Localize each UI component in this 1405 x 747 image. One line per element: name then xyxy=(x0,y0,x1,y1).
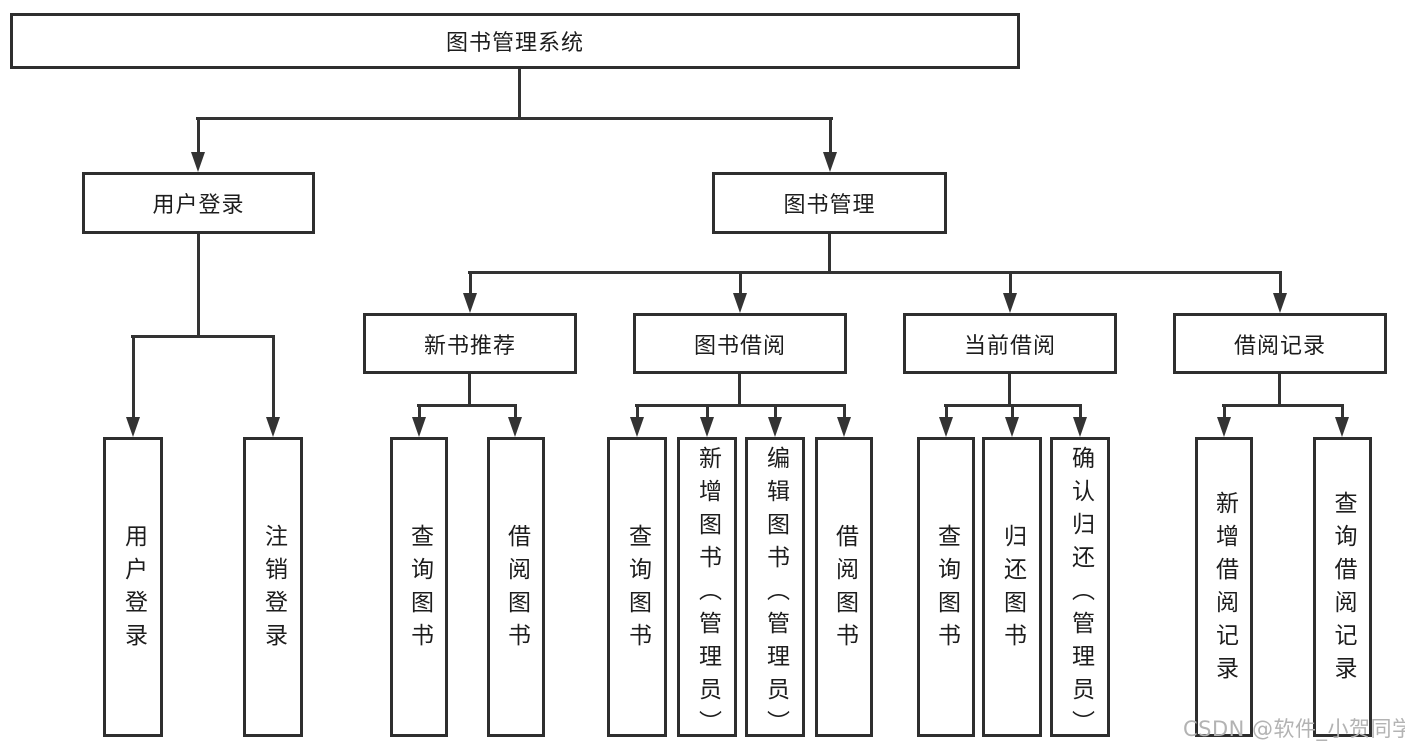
node-br-add-record: 新增借阅记录 xyxy=(1195,437,1253,737)
node-user-login: 用户登录 xyxy=(82,172,315,234)
arrow-down-icon xyxy=(733,273,747,313)
connector-line xyxy=(518,69,521,119)
node-bb-borrow-books: 借阅图书 xyxy=(815,437,873,737)
arrow-down-icon xyxy=(1073,406,1087,437)
arrow-down-icon xyxy=(266,337,280,437)
arrow-down-icon xyxy=(1003,273,1017,313)
arrow-down-icon xyxy=(508,406,522,437)
arrow-down-icon xyxy=(126,337,140,437)
node-library-system: 图书管理系统 xyxy=(10,13,1020,69)
connector-line xyxy=(197,234,200,338)
node-new-book-recommend: 新书推荐 xyxy=(363,313,577,374)
csdn-watermark: CSDN @软件_小贺同学 xyxy=(1183,717,1405,741)
node-cb-confirm-return-admin: 确认归还（管理员） xyxy=(1050,437,1110,743)
arrow-down-icon xyxy=(1217,406,1231,437)
connector-line xyxy=(131,335,275,338)
connector-line xyxy=(196,117,833,120)
arrow-down-icon xyxy=(630,406,644,437)
connector-line xyxy=(944,404,1082,407)
arrow-down-icon xyxy=(1273,273,1287,313)
arrow-down-icon xyxy=(768,406,782,437)
arrow-down-icon xyxy=(191,119,205,172)
arrow-down-icon xyxy=(837,406,851,437)
arrow-down-icon xyxy=(823,119,837,172)
arrow-down-icon xyxy=(1335,406,1349,437)
connector-line xyxy=(468,374,471,407)
node-nbr-query-books: 查询图书 xyxy=(390,437,448,737)
node-borrow-records: 借阅记录 xyxy=(1173,313,1387,374)
connector-line xyxy=(1278,374,1281,407)
connector-line xyxy=(1008,374,1011,407)
node-br-query-record: 查询借阅记录 xyxy=(1313,437,1372,737)
connector-line xyxy=(738,374,741,407)
arrow-down-icon xyxy=(939,406,953,437)
node-bb-edit-books-admin: 编辑图书（管理员） xyxy=(745,437,805,743)
arrow-down-icon xyxy=(1005,406,1019,437)
node-bb-add-books-admin: 新增图书（管理员） xyxy=(677,437,737,743)
node-nbr-borrow-books: 借阅图书 xyxy=(487,437,545,737)
node-current-borrow: 当前借阅 xyxy=(903,313,1117,374)
node-bb-query-books: 查询图书 xyxy=(607,437,667,737)
node-book-management: 图书管理 xyxy=(712,172,947,234)
node-book-borrow: 图书借阅 xyxy=(633,313,847,374)
node-cb-query-books: 查询图书 xyxy=(917,437,975,737)
arrow-down-icon xyxy=(412,406,426,437)
connector-line xyxy=(828,234,831,274)
node-leaf-logout: 注销登录 xyxy=(243,437,303,737)
connector-line xyxy=(417,404,517,407)
arrow-down-icon xyxy=(463,273,477,313)
connector-line xyxy=(635,404,846,407)
connector-line xyxy=(468,271,1282,274)
node-leaf-user-login: 用户登录 xyxy=(103,437,163,737)
arrow-down-icon xyxy=(700,406,714,437)
node-cb-return-books: 归还图书 xyxy=(982,437,1042,737)
connector-line xyxy=(1222,404,1344,407)
